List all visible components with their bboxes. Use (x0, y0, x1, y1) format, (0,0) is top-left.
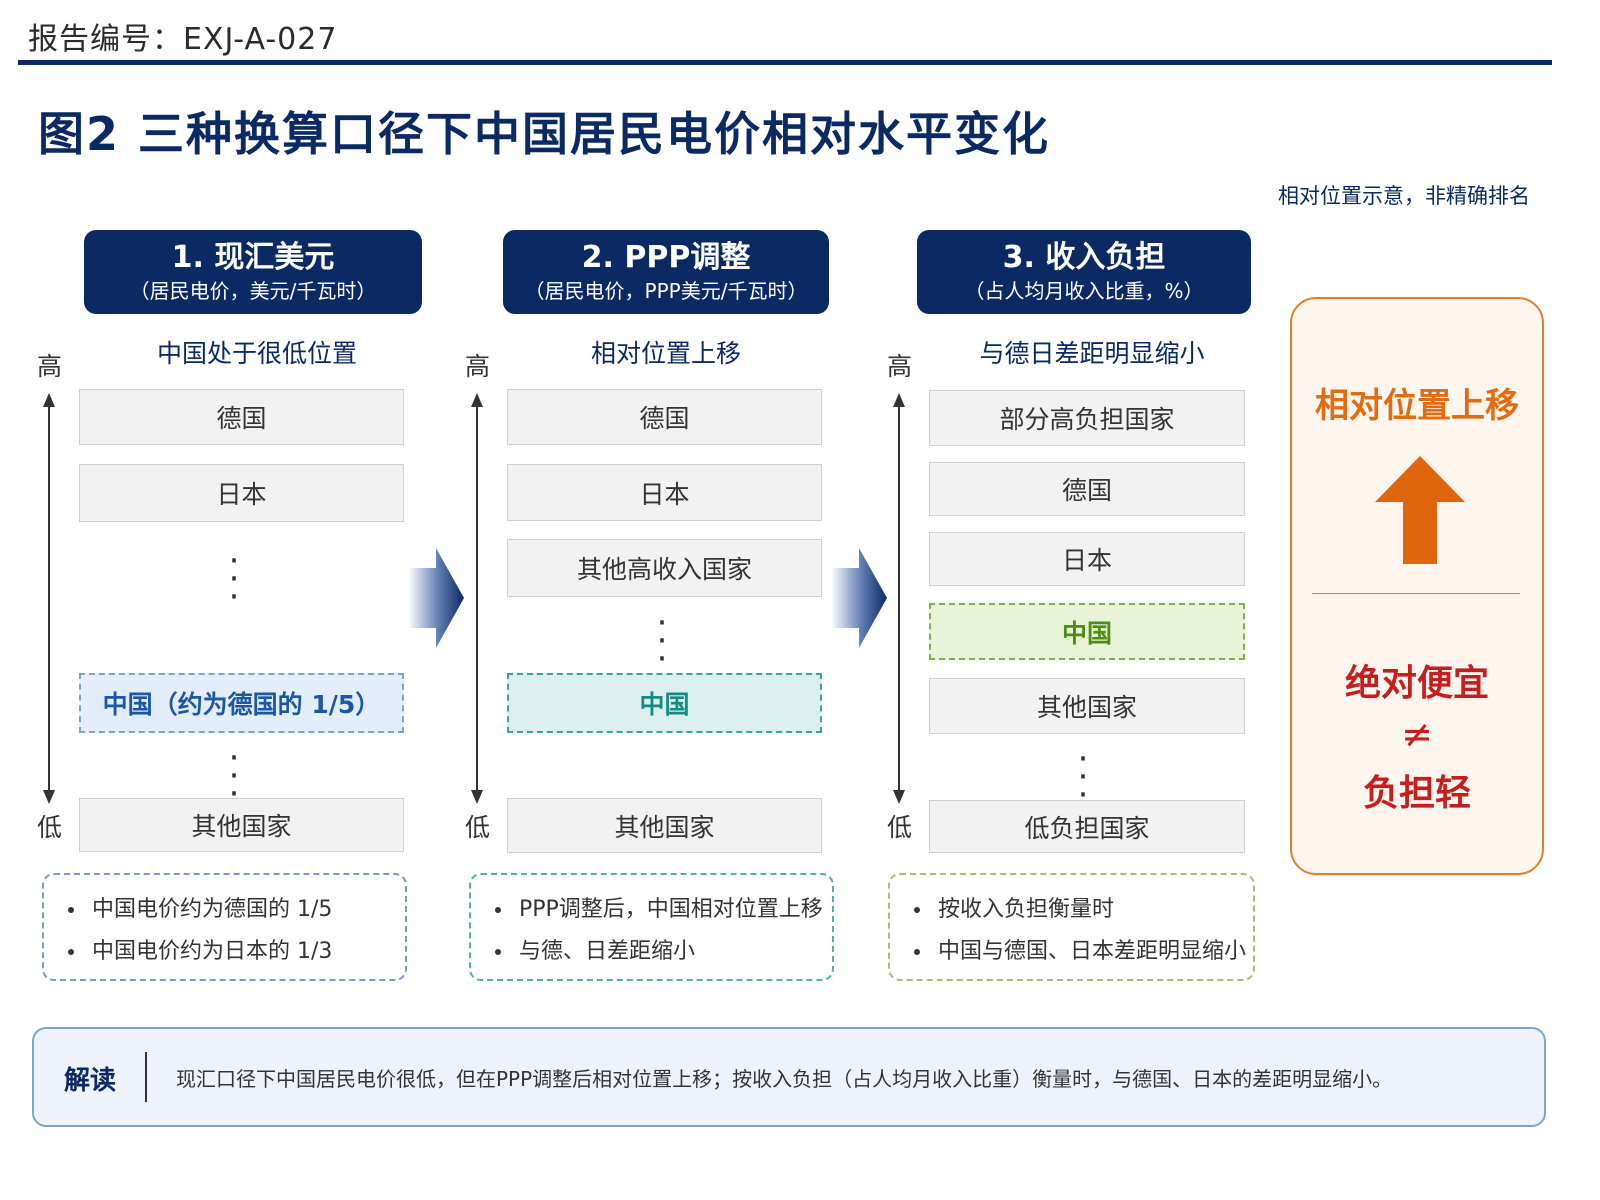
column-2-axis-down-arrowhead (471, 790, 483, 804)
column-1-header: 1. 现汇美元 （居民电价，美元/千瓦时） (84, 230, 422, 314)
flow-arrow-icon (408, 548, 464, 648)
not-equal-symbol: ≠ (1401, 712, 1433, 756)
column-3-note-2: 中国与德国、日本差距明显缩小 (938, 939, 1247, 964)
column-3-axis-down-arrowhead (893, 790, 905, 804)
column-1-note-item: 中国电价约为德国的 1/5 (68, 889, 405, 931)
column-2-rank-others: 其他国家 (507, 798, 822, 853)
figure-title: 图2 三种换算口径下中国居民电价相对水平变化 (38, 107, 1051, 161)
column-1-rank-others: 其他国家 (79, 798, 404, 852)
column-3-subtitle: 与德日差距明显缩小 (979, 339, 1205, 368)
bullet-icon (914, 907, 920, 913)
column-1-title: 1. 现汇美元 (171, 240, 335, 275)
conclusion-line-burden: 负担轻 (1362, 773, 1471, 814)
column-3-rank-low-burden: 低负担国家 (929, 800, 1245, 853)
disclaimer-note: 相对位置示意，非精确排名 (1278, 184, 1530, 208)
column-3-rank-high-burden: 部分高负担国家 (929, 390, 1245, 446)
column-1-ellipsis: ··· (228, 541, 240, 617)
column-2-notes: PPP调整后，中国相对位置上移 与德、日差距缩小 (469, 873, 834, 981)
column-3-rank-others: 其他国家 (929, 678, 1245, 734)
column-1-rank-japan: 日本 (79, 464, 404, 522)
interpretation-label: 解读 (64, 1066, 117, 1096)
column-3-axis-high: 高 (887, 352, 913, 381)
column-2-unit: （居民电价，PPP美元/千瓦时） (524, 279, 808, 303)
column-2-axis-up-arrowhead (471, 393, 483, 407)
column-2-header: 2. PPP调整 （居民电价，PPP美元/千瓦时） (503, 230, 829, 314)
bullet-icon (914, 949, 920, 955)
column-2-note-2: 与德、日差距缩小 (519, 939, 696, 964)
column-2-rank-other-high-income: 其他高收入国家 (507, 539, 822, 597)
column-3-ellipsis: ··· (1077, 739, 1089, 815)
column-1-rank-china: 中国（约为德国的 1/5） (79, 673, 404, 733)
column-2-note-1: PPP调整后，中国相对位置上移 (519, 897, 823, 922)
bullet-icon (495, 949, 501, 955)
column-3-header: 3. 收入负担 （占人均月收入比重，%） (917, 230, 1251, 314)
column-2-axis-low: 低 (465, 813, 491, 842)
column-3-rank-china: 中国 (929, 603, 1245, 660)
column-3-axis-up-arrowhead (893, 393, 905, 407)
column-2-rank-germany: 德国 (507, 389, 822, 445)
column-3-axis-low: 低 (887, 813, 913, 842)
conclusion-title: 相对位置上移 (1315, 386, 1519, 426)
column-2-subtitle: 相对位置上移 (590, 339, 741, 368)
column-1-note-1: 中国电价约为德国的 1/5 (92, 897, 333, 922)
column-1-axis-down-arrowhead (43, 790, 55, 804)
column-1-notes: 中国电价约为德国的 1/5 中国电价约为日本的 1/3 (42, 873, 407, 981)
column-2-axis-line (476, 405, 478, 795)
column-2-rank-japan: 日本 (507, 464, 822, 521)
column-3-unit: （占人均月收入比重，%） (964, 279, 1204, 303)
column-2-note-item: PPP调整后，中国相对位置上移 (495, 889, 832, 931)
column-1-note-2: 中国电价约为日本的 1/3 (92, 939, 333, 964)
bullet-icon (68, 907, 74, 913)
column-2-title: 2. PPP调整 (581, 240, 751, 275)
bullet-icon (68, 949, 74, 955)
up-arrow-icon (1375, 456, 1465, 564)
column-1-subtitle: 中国处于很低位置 (156, 339, 357, 368)
column-1-axis-high: 高 (37, 352, 63, 381)
conclusion-divider (1312, 593, 1520, 594)
interpretation-box (32, 1027, 1546, 1127)
column-3-rank-japan: 日本 (929, 532, 1245, 586)
column-3-note-item: 中国与德国、日本差距明显缩小 (914, 931, 1253, 973)
column-3-rank-germany: 德国 (929, 462, 1245, 516)
conclusion-panel (1290, 297, 1544, 875)
column-3-axis-line (898, 405, 900, 795)
bullet-icon (495, 907, 501, 913)
column-1-rank-germany: 德国 (79, 389, 404, 445)
column-2-note-item: 与德、日差距缩小 (495, 931, 832, 973)
flow-arrow-icon (831, 548, 887, 648)
column-1-ellipsis-lower: ··· (228, 738, 240, 814)
conclusion-line-cheap: 绝对便宜 (1344, 663, 1489, 704)
column-3-note-1: 按收入负担衡量时 (938, 897, 1115, 922)
column-1-axis-line (48, 405, 50, 795)
report-number: 报告编号：EXJ-A-027 (28, 22, 338, 57)
column-3-notes: 按收入负担衡量时 中国与德国、日本差距明显缩小 (888, 873, 1255, 981)
interpretation-divider (145, 1052, 147, 1102)
interpretation-text: 现汇口径下中国居民电价很低，但在PPP调整后相对位置上移；按收入负担（占人均月收… (176, 1067, 1393, 1091)
header-divider (18, 60, 1552, 65)
column-1-axis-low: 低 (37, 813, 63, 842)
column-2-axis-high: 高 (465, 352, 491, 381)
column-1-axis-up-arrowhead (43, 393, 55, 407)
column-3-note-item: 按收入负担衡量时 (914, 889, 1253, 931)
column-2-ellipsis: ··· (656, 603, 668, 679)
column-3-title: 3. 收入负担 (1002, 240, 1166, 275)
column-1-unit: （居民电价，美元/千瓦时） (129, 279, 377, 303)
column-2-rank-china: 中国 (507, 673, 822, 733)
column-1-note-item: 中国电价约为日本的 1/3 (68, 931, 405, 973)
